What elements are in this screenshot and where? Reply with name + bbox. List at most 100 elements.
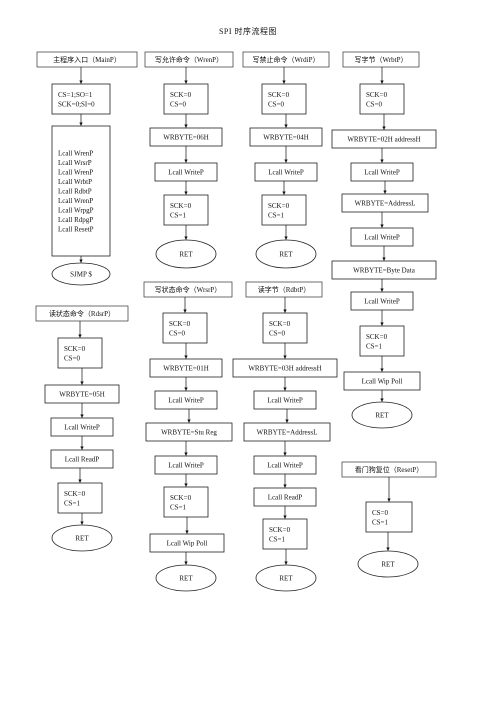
process-box-line: Lcall WriteP xyxy=(364,298,400,306)
process-box xyxy=(51,125,111,257)
subroutine-header-box xyxy=(35,305,129,322)
terminal-node-line: RET xyxy=(179,251,193,259)
terminal-node-line: RET xyxy=(381,561,395,569)
terminal-node-line: RET xyxy=(75,535,89,543)
process-box xyxy=(262,312,308,344)
subroutine-header: 看门狗复位（ResetP） xyxy=(355,465,423,474)
terminal-node xyxy=(51,524,113,552)
process-box xyxy=(163,83,209,115)
process-box-line: WRBYTE=02H addressH xyxy=(347,136,420,144)
subroutine-header: 读状态命令（RdsrP） xyxy=(49,309,115,318)
process-box-line: Lcall WrpgP xyxy=(58,207,94,215)
process-box xyxy=(331,129,437,149)
process-box-line: Lcall WriteP xyxy=(364,169,400,177)
subroutine-header: 写字节（WrbtP） xyxy=(355,55,408,64)
process-box-line: CS=1;SO=1 xyxy=(58,91,93,99)
process-box-line: Lcall WrenP xyxy=(58,150,93,158)
process-box-line: Lcall WriteP xyxy=(168,462,204,470)
process-box-line: CS=1 xyxy=(269,535,286,543)
process-box xyxy=(261,194,307,226)
process-box-line: CS=0 xyxy=(366,100,383,108)
process-box-line: WRBYTE=01H xyxy=(163,365,209,373)
process-box-line: Lcall WriteP xyxy=(64,424,100,432)
process-box-line: CS=0 xyxy=(64,354,81,362)
process-box-line: SCK=0 xyxy=(64,490,86,498)
process-box-line: Lcall WrbtP xyxy=(58,178,92,186)
process-box xyxy=(365,501,413,533)
process-box-line: SCK=0 xyxy=(170,91,192,99)
process-box xyxy=(51,83,111,115)
terminal-node-line: SJMP $ xyxy=(70,271,92,279)
terminal-node-line: RET xyxy=(375,412,389,420)
process-box-line: SCK=0 xyxy=(64,345,86,353)
process-box-line: CS=0 xyxy=(170,100,187,108)
process-box-line: CS=0 xyxy=(372,509,389,517)
process-box-line: WRBYTE=Stu Reg xyxy=(161,429,217,437)
terminal-node xyxy=(155,564,217,592)
process-box-line: CS=0 xyxy=(269,329,286,337)
process-box-line: Lcall WriteP xyxy=(267,397,303,405)
subroutine-header: 写状态命令（WrsrP） xyxy=(155,285,222,294)
process-box-line: Lcall WriteP xyxy=(364,234,400,242)
process-box-line: Lcall ReadP xyxy=(65,456,100,464)
process-box-line: WRBYTE=06H xyxy=(163,134,209,142)
subroutine-header: 读字节（RdbtP） xyxy=(258,285,311,294)
terminal-node-line: RET xyxy=(179,575,193,583)
process-box-line: Lcall WriteP xyxy=(267,462,303,470)
process-box xyxy=(254,162,318,182)
process-box-line: Lcall WriteP xyxy=(268,169,304,177)
process-box-line: WRBYTE=03H addressH xyxy=(248,365,321,373)
process-box-line: SCK=0 xyxy=(366,333,388,341)
terminal-node xyxy=(357,550,419,578)
process-box xyxy=(145,422,233,442)
process-box xyxy=(331,260,437,280)
process-box-line: WRBYTE=AddressL xyxy=(355,200,416,208)
process-box-line: SCK=0 xyxy=(366,91,388,99)
process-box-line: Lcall ResetP xyxy=(58,226,94,234)
page-title: SPI 时序流程图 xyxy=(218,27,278,36)
process-box-line: SCK=0 xyxy=(269,526,291,534)
process-box-line: Lcall Wip Poll xyxy=(362,378,403,386)
process-box-line: CS=1 xyxy=(170,211,187,219)
process-box-line: CS=1 xyxy=(366,342,383,350)
process-box-line: WRBYTE=05H xyxy=(59,391,105,399)
process-box-line: CS=1 xyxy=(170,503,187,511)
subroutine-header: 主程序入口（MainP） xyxy=(53,55,121,64)
process-box-line: SCK=0 xyxy=(170,494,192,502)
process-box xyxy=(359,325,405,357)
subroutine-header-box xyxy=(242,51,330,68)
process-box-line: SCK=0 xyxy=(268,202,290,210)
process-box-line: CS=1 xyxy=(372,518,389,526)
process-box xyxy=(50,449,114,469)
process-box xyxy=(57,337,103,369)
subroutine-header-box xyxy=(245,281,323,298)
process-box-line: Lcall WriteP xyxy=(168,169,204,177)
process-box xyxy=(350,227,414,247)
process-box-line: Lcall WrenP xyxy=(58,197,93,205)
subroutine-header: 写禁止命令（WrdiP） xyxy=(253,55,320,64)
subroutine-header-box xyxy=(144,51,234,68)
process-box-line: WRBYTE=Byte Data xyxy=(353,267,416,275)
process-box-line: WRBYTE=04H xyxy=(263,134,309,142)
process-box xyxy=(149,533,225,553)
process-box xyxy=(262,518,308,550)
process-box xyxy=(359,83,405,115)
terminal-node xyxy=(51,262,111,286)
process-box xyxy=(162,312,208,344)
process-box-line: Lcall RdpgP xyxy=(58,216,93,224)
process-box-line: SCK=0 xyxy=(170,202,192,210)
process-box xyxy=(163,486,209,518)
process-box-line: Lcall WrsrP xyxy=(58,159,92,167)
subroutine-header-box xyxy=(342,51,420,68)
subroutine-header: 写允许命令（WrenP） xyxy=(155,55,223,64)
process-box xyxy=(243,422,331,442)
process-box-line: CS=0 xyxy=(169,329,186,337)
process-box xyxy=(341,193,429,213)
